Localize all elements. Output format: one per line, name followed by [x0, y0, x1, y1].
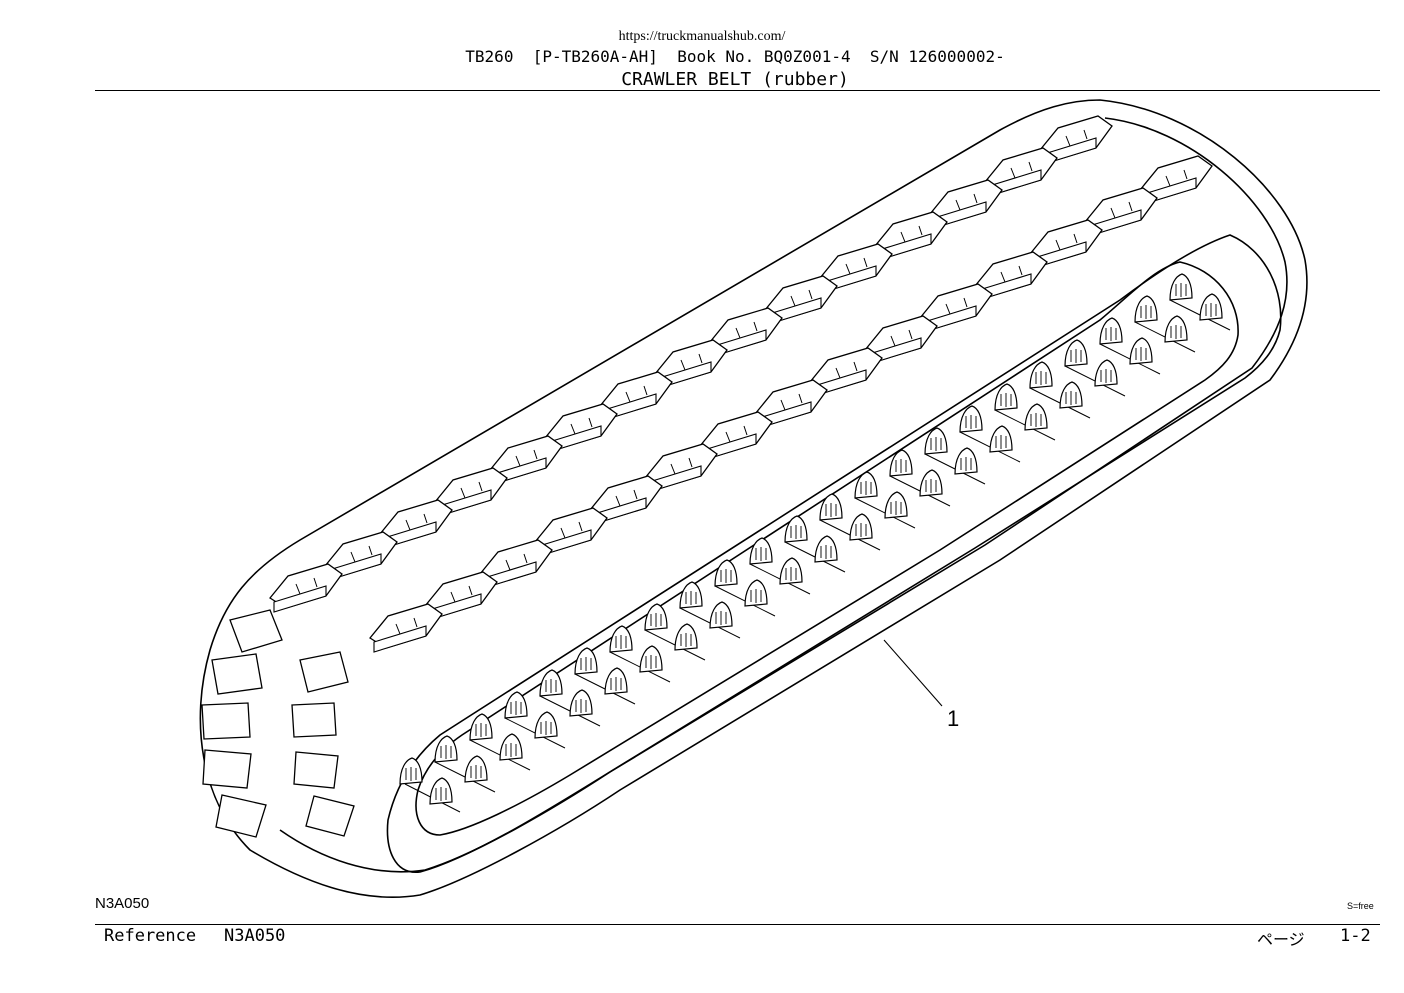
- model-book-title: TB260 [P-TB260A-AH] Book No. BQ0Z001-4 S…: [465, 47, 1005, 66]
- scale-note: S=free: [1347, 901, 1374, 911]
- drive-teeth-row-1: [399, 273, 1193, 785]
- callout-leader-line: [883, 639, 943, 707]
- header-divider: [95, 90, 1380, 91]
- part-title: CRAWLER BELT (rubber): [621, 69, 849, 90]
- footer-divider: [95, 924, 1380, 925]
- tread-lugs-end: [201, 609, 355, 838]
- belt-outline: [199, 99, 1308, 899]
- source-url: https://truckmanualshub.com/: [618, 29, 786, 44]
- tread-lugs-upper: [269, 115, 1113, 613]
- reference-label: Reference: [104, 926, 197, 946]
- page-number: 1-2: [1340, 926, 1371, 946]
- callout-label: 1: [947, 706, 959, 731]
- figure-code: N3A050: [95, 895, 150, 912]
- reference-value: N3A050: [224, 926, 286, 946]
- page-label: ページ: [1257, 930, 1305, 949]
